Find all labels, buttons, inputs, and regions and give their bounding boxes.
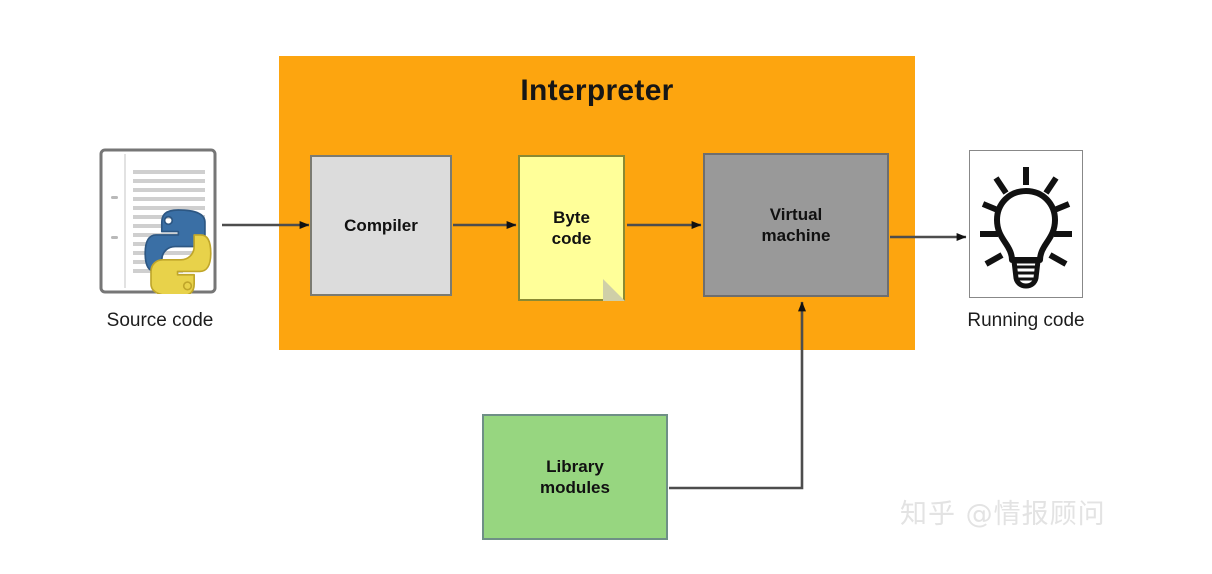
source-code-caption: Source code [106,310,214,331]
bytecode-folded-corner-icon [603,279,625,301]
bytecode-label-line2: code [551,229,592,248]
lightbulb-icon [980,167,1072,289]
interpreter-title: Interpreter [520,74,674,107]
virtual-machine-node[interactable]: Virtual machine [703,153,889,297]
bytecode-node[interactable]: Byte code [518,155,625,301]
running-code-caption: Running code [967,310,1085,331]
bytecode-label: Byte code [552,207,592,250]
compiler-node[interactable]: Compiler [310,155,452,296]
watermark: 知乎 @情报顾问 [900,499,1106,530]
virtual-machine-label: Virtual machine [762,204,831,247]
library-modules-label-line2: modules [540,478,610,497]
library-modules-node[interactable]: Library modules [482,414,668,540]
running-code-icon-frame [969,150,1083,298]
library-modules-label: Library modules [540,456,610,499]
compiler-label: Compiler [344,215,418,235]
virtual-machine-label-line2: machine [761,226,831,245]
source-code-icon [99,148,217,298]
library-modules-label-line1: Library [546,456,604,476]
bytecode-label-line1: Byte [553,207,590,227]
virtual-machine-label-line1: Virtual [769,204,823,224]
